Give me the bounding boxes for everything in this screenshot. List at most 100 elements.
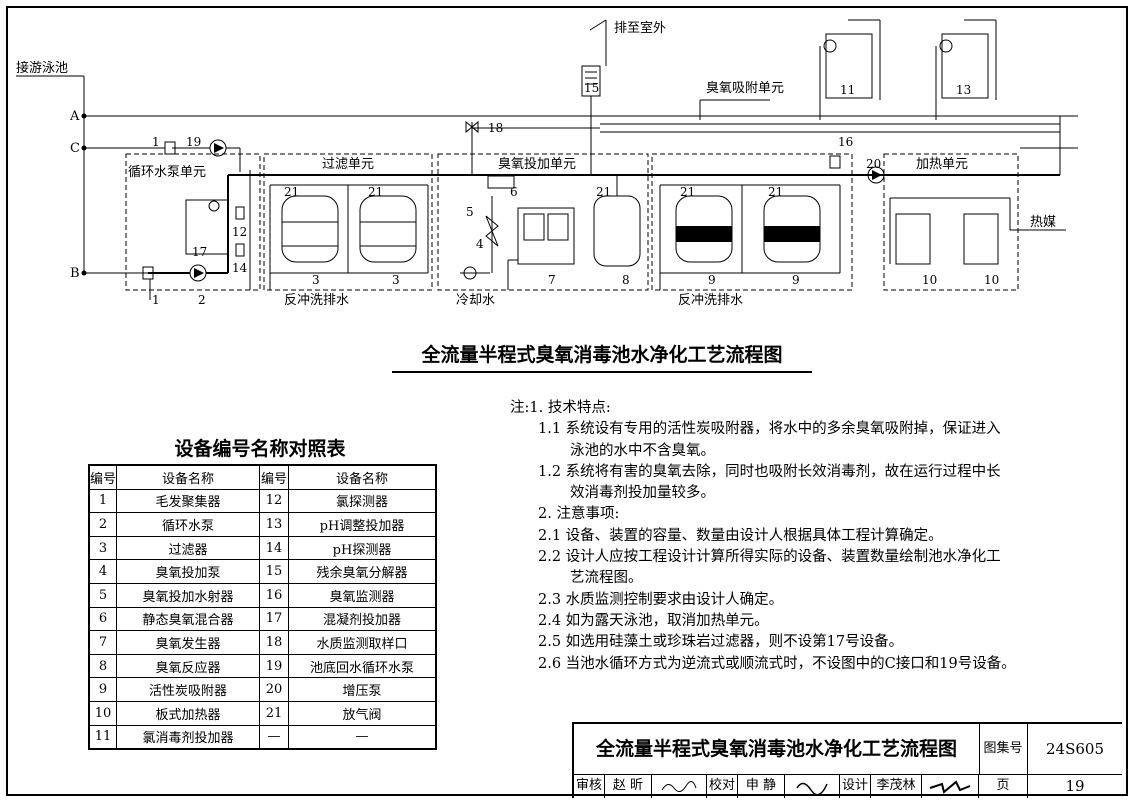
reviewer-name: 赵 昕 xyxy=(605,774,652,798)
equipment-number-13: 13 xyxy=(956,83,971,97)
equipment-number-3b: 3 xyxy=(392,273,400,287)
pump-unit-label: 循环水泵单元 xyxy=(128,165,206,180)
equipment-number: 17 xyxy=(259,606,289,632)
adsorption-unit-label: 臭氧吸附单元 xyxy=(706,81,784,96)
equipment-name: 氯探测器 xyxy=(288,488,437,514)
notes-block: 注:1. 技术特点: 1.1 系统设有专用的活性炭吸附器，将水中的多余臭氧吸附掉… xyxy=(510,398,1110,675)
equipment-number-5: 5 xyxy=(466,205,474,219)
checker-signature xyxy=(785,774,840,798)
check-label: 校对 xyxy=(707,774,738,798)
equipment-name: 混凝剂投加器 xyxy=(288,606,437,632)
equipment-number-17: 17 xyxy=(192,245,207,259)
title-block: 全流量半程式臭氧消毒池水净化工艺流程图 图集号 24S605 审核 赵 昕 校对… xyxy=(572,722,1122,798)
filter-3a-icon xyxy=(281,195,339,263)
equipment-number-9a: 9 xyxy=(708,273,716,287)
note-line: 2.2 设计人应按工程设计计算所得实际的设备、装置数量绘制池水净化工 xyxy=(538,549,1001,566)
equipment-name: 臭氧监测器 xyxy=(288,582,437,608)
to-pool-label: 接游泳池 xyxy=(16,60,68,76)
equipment-number-8: 8 xyxy=(622,273,630,287)
heating-unit-box xyxy=(883,153,1019,291)
page-number: 19 xyxy=(1065,777,1085,795)
note-line: 2.1 设备、装置的容量、数量由设计人根据具体工程计算确定。 xyxy=(538,527,943,544)
notes-lines: 1.1 系统设有专用的活性炭吸附器，将水中的多余臭氧吸附掉，保证进入泳池的水中不… xyxy=(510,419,1110,675)
equipment-name: pH探测器 xyxy=(288,535,437,561)
equipment-number: 19 xyxy=(259,653,289,679)
ozone-dosing-unit-box xyxy=(437,153,649,291)
equipment-number: 16 xyxy=(259,582,289,608)
header-number-2: 编号 xyxy=(259,464,289,490)
bottom-return-pump-19-icon xyxy=(209,139,227,157)
port-a-label: A xyxy=(69,109,80,124)
equipment-name: 增压泵 xyxy=(288,677,437,702)
equipment-name: 循环水泵 xyxy=(116,512,260,537)
equipment-name: 静态臭氧混合器 xyxy=(116,606,260,632)
equipment-name: — xyxy=(288,724,437,750)
note-line: 2.4 如为露天泳池，取消加热单元。 xyxy=(538,612,769,629)
equipment-number-7: 7 xyxy=(548,273,556,287)
port-b-label: B xyxy=(70,266,80,281)
title-block-title: 全流量半程式臭氧消毒池水净化工艺流程图 xyxy=(574,724,980,774)
equipment-number: 15 xyxy=(259,559,289,584)
heating-unit-label: 加热单元 xyxy=(916,157,968,172)
equipment-number: 5 xyxy=(88,582,117,608)
equipment-name: 水质监测取样口 xyxy=(288,630,437,655)
atlas-number-label: 图集号 xyxy=(979,724,1028,774)
title-block-top-row: 全流量半程式臭氧消毒池水净化工艺流程图 图集号 24S605 xyxy=(574,724,1122,775)
note-line: 2.3 水质监测控制要求由设计人确定。 xyxy=(538,591,784,608)
carbon-adsorber-9b-icon xyxy=(763,195,821,263)
cooling-water-label: 冷却水 xyxy=(456,293,495,308)
hair-collector-1b-icon xyxy=(142,266,154,280)
port-c-label: C xyxy=(70,141,80,156)
design-label: 设计 xyxy=(840,774,871,798)
equipment-table-title: 设备编号名称对照表 xyxy=(174,438,346,460)
circulation-pump-2-icon xyxy=(189,264,207,282)
equipment-name: 臭氧投加水射器 xyxy=(116,582,260,608)
drawing-frame xyxy=(6,6,1128,796)
equipment-number-3a: 3 xyxy=(312,273,320,287)
equipment-number: 6 xyxy=(88,606,117,632)
atlas-number: 24S605 xyxy=(1046,740,1104,758)
equipment-number-14: 14 xyxy=(232,261,248,275)
equipment-name: pH调整投加器 xyxy=(288,512,437,537)
backwash-drain-right-label: 反冲洗排水 xyxy=(678,293,743,308)
equipment-name: 毛发聚集器 xyxy=(116,488,260,514)
notes-heading: 注:1. 技术特点: xyxy=(510,400,611,416)
equipment-number: 11 xyxy=(88,724,117,750)
equipment-number: 1 xyxy=(88,488,117,514)
equipment-number: 7 xyxy=(88,630,117,655)
equipment-number: 2 xyxy=(88,512,117,537)
equipment-number: 8 xyxy=(88,653,117,679)
equipment-number: — xyxy=(259,724,289,750)
equipment-number-19: 19 xyxy=(186,135,201,149)
equipment-number: 20 xyxy=(259,677,289,702)
designer-name: 李茂林 xyxy=(871,774,922,798)
equipment-name: 过滤器 xyxy=(116,535,260,561)
ozone-dosing-unit-label: 臭氧投加单元 xyxy=(498,156,576,172)
diagram-title: 全流量半程式臭氧消毒池水净化工艺流程图 xyxy=(392,340,812,373)
equipment-number-21a: 21 xyxy=(284,185,299,199)
equipment-number-21b: 21 xyxy=(368,185,383,199)
review-label: 审核 xyxy=(574,774,605,798)
filter-unit-label: 过滤单元 xyxy=(322,157,374,172)
heat-medium-label: 热媒 xyxy=(1030,215,1056,230)
equipment-name: 臭氧发生器 xyxy=(116,630,260,655)
equipment-number-20: 20 xyxy=(866,157,881,171)
header-name-1: 设备名称 xyxy=(116,464,260,490)
equipment-name: 放气阀 xyxy=(288,700,437,726)
hair-collector-1a-icon xyxy=(164,141,176,155)
equipment-number-2: 2 xyxy=(198,293,206,307)
note-line: 艺流程图。 xyxy=(570,570,643,587)
note-line: 2.5 如选用硅藻土或珍珠岩过滤器，则不设第17号设备。 xyxy=(538,634,904,651)
equipment-number: 13 xyxy=(259,512,289,537)
designer-signature xyxy=(922,774,979,798)
